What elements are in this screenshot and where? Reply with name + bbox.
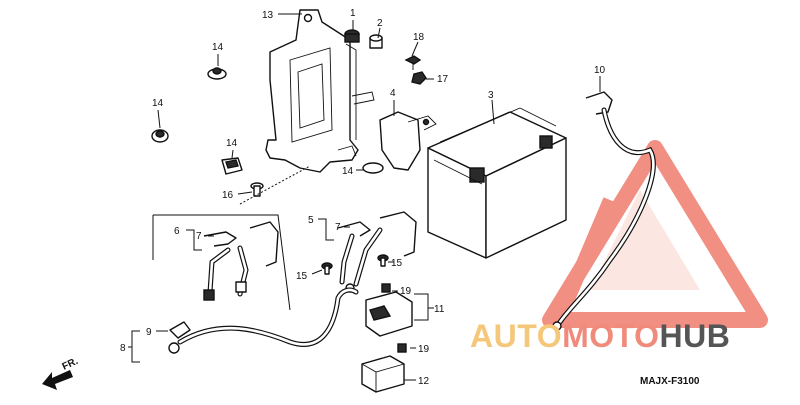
callout-1: 1 <box>350 8 356 19</box>
positive-cable <box>337 211 417 293</box>
callout-14c: 14 <box>226 138 238 149</box>
leader-lines <box>128 13 601 381</box>
watermark-text: AUTOMOTOHUB <box>470 318 730 355</box>
rubber-cap <box>344 29 360 43</box>
callout-17: 17 <box>437 74 449 85</box>
negative-cable <box>203 221 279 301</box>
callout-16: 16 <box>222 190 234 201</box>
relay-cover <box>361 355 405 393</box>
callout-19a: 19 <box>400 286 412 297</box>
leader-dashed <box>239 165 311 205</box>
callout-8: 8 <box>120 343 126 354</box>
callout-18: 18 <box>413 32 425 43</box>
battery-cable <box>552 91 656 331</box>
callout-15a: 15 <box>296 271 308 282</box>
bolt <box>404 55 422 70</box>
watermark-part-auto: AUTO <box>470 318 563 354</box>
watermark-logo <box>542 140 768 328</box>
subassembly-box <box>152 214 291 311</box>
battery <box>427 107 567 259</box>
rubber-mount <box>151 129 169 143</box>
callout-labels: 13 1 2 18 17 14 14 14 14 16 4 3 10 6 7 5… <box>120 8 606 387</box>
watermark-part-moto: MOTO <box>562 318 660 354</box>
callout-11: 11 <box>434 304 445 315</box>
callout-7a: 7 <box>196 231 202 242</box>
callout-6: 6 <box>174 226 180 237</box>
relay-bracket <box>379 111 437 171</box>
callout-4: 4 <box>390 88 396 99</box>
screw <box>321 262 333 275</box>
diagram-code: MAJX-F3100 <box>640 376 700 387</box>
starter-cable <box>168 287 359 354</box>
collar <box>369 34 383 49</box>
rubber-mount <box>362 162 384 174</box>
nut <box>411 71 427 85</box>
callout-5: 5 <box>308 215 314 226</box>
battery-holder-bracket <box>265 9 375 173</box>
callout-9: 9 <box>146 327 152 338</box>
flange-bolt <box>250 182 264 197</box>
callout-15b: 15 <box>391 258 403 269</box>
callout-14b: 14 <box>152 98 164 109</box>
callout-14a: 14 <box>212 42 224 53</box>
front-direction-marker: FR. <box>42 356 80 390</box>
rubber-mount <box>207 67 227 80</box>
rubber-mount <box>221 157 243 175</box>
screw <box>377 254 389 267</box>
starter-relay <box>365 283 413 353</box>
callout-13: 13 <box>262 10 274 21</box>
callout-2: 2 <box>377 18 383 29</box>
callout-19b: 19 <box>418 344 430 355</box>
callout-3: 3 <box>488 90 494 101</box>
callout-14d: 14 <box>342 166 354 177</box>
front-label: FR. <box>61 356 80 373</box>
callout-12: 12 <box>418 376 430 387</box>
callout-7b: 7 <box>335 222 341 233</box>
callout-10: 10 <box>594 65 606 76</box>
watermark-part-hub: HUB <box>659 318 731 354</box>
